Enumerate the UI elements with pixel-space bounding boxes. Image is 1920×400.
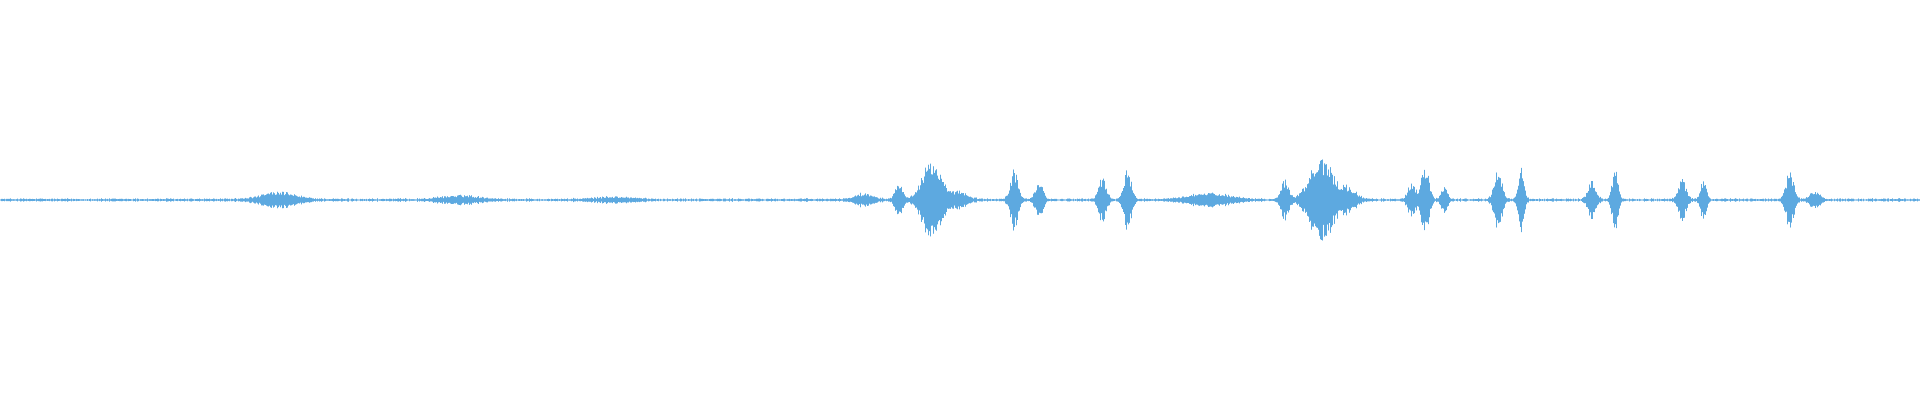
waveform-signal (0, 159, 1920, 241)
